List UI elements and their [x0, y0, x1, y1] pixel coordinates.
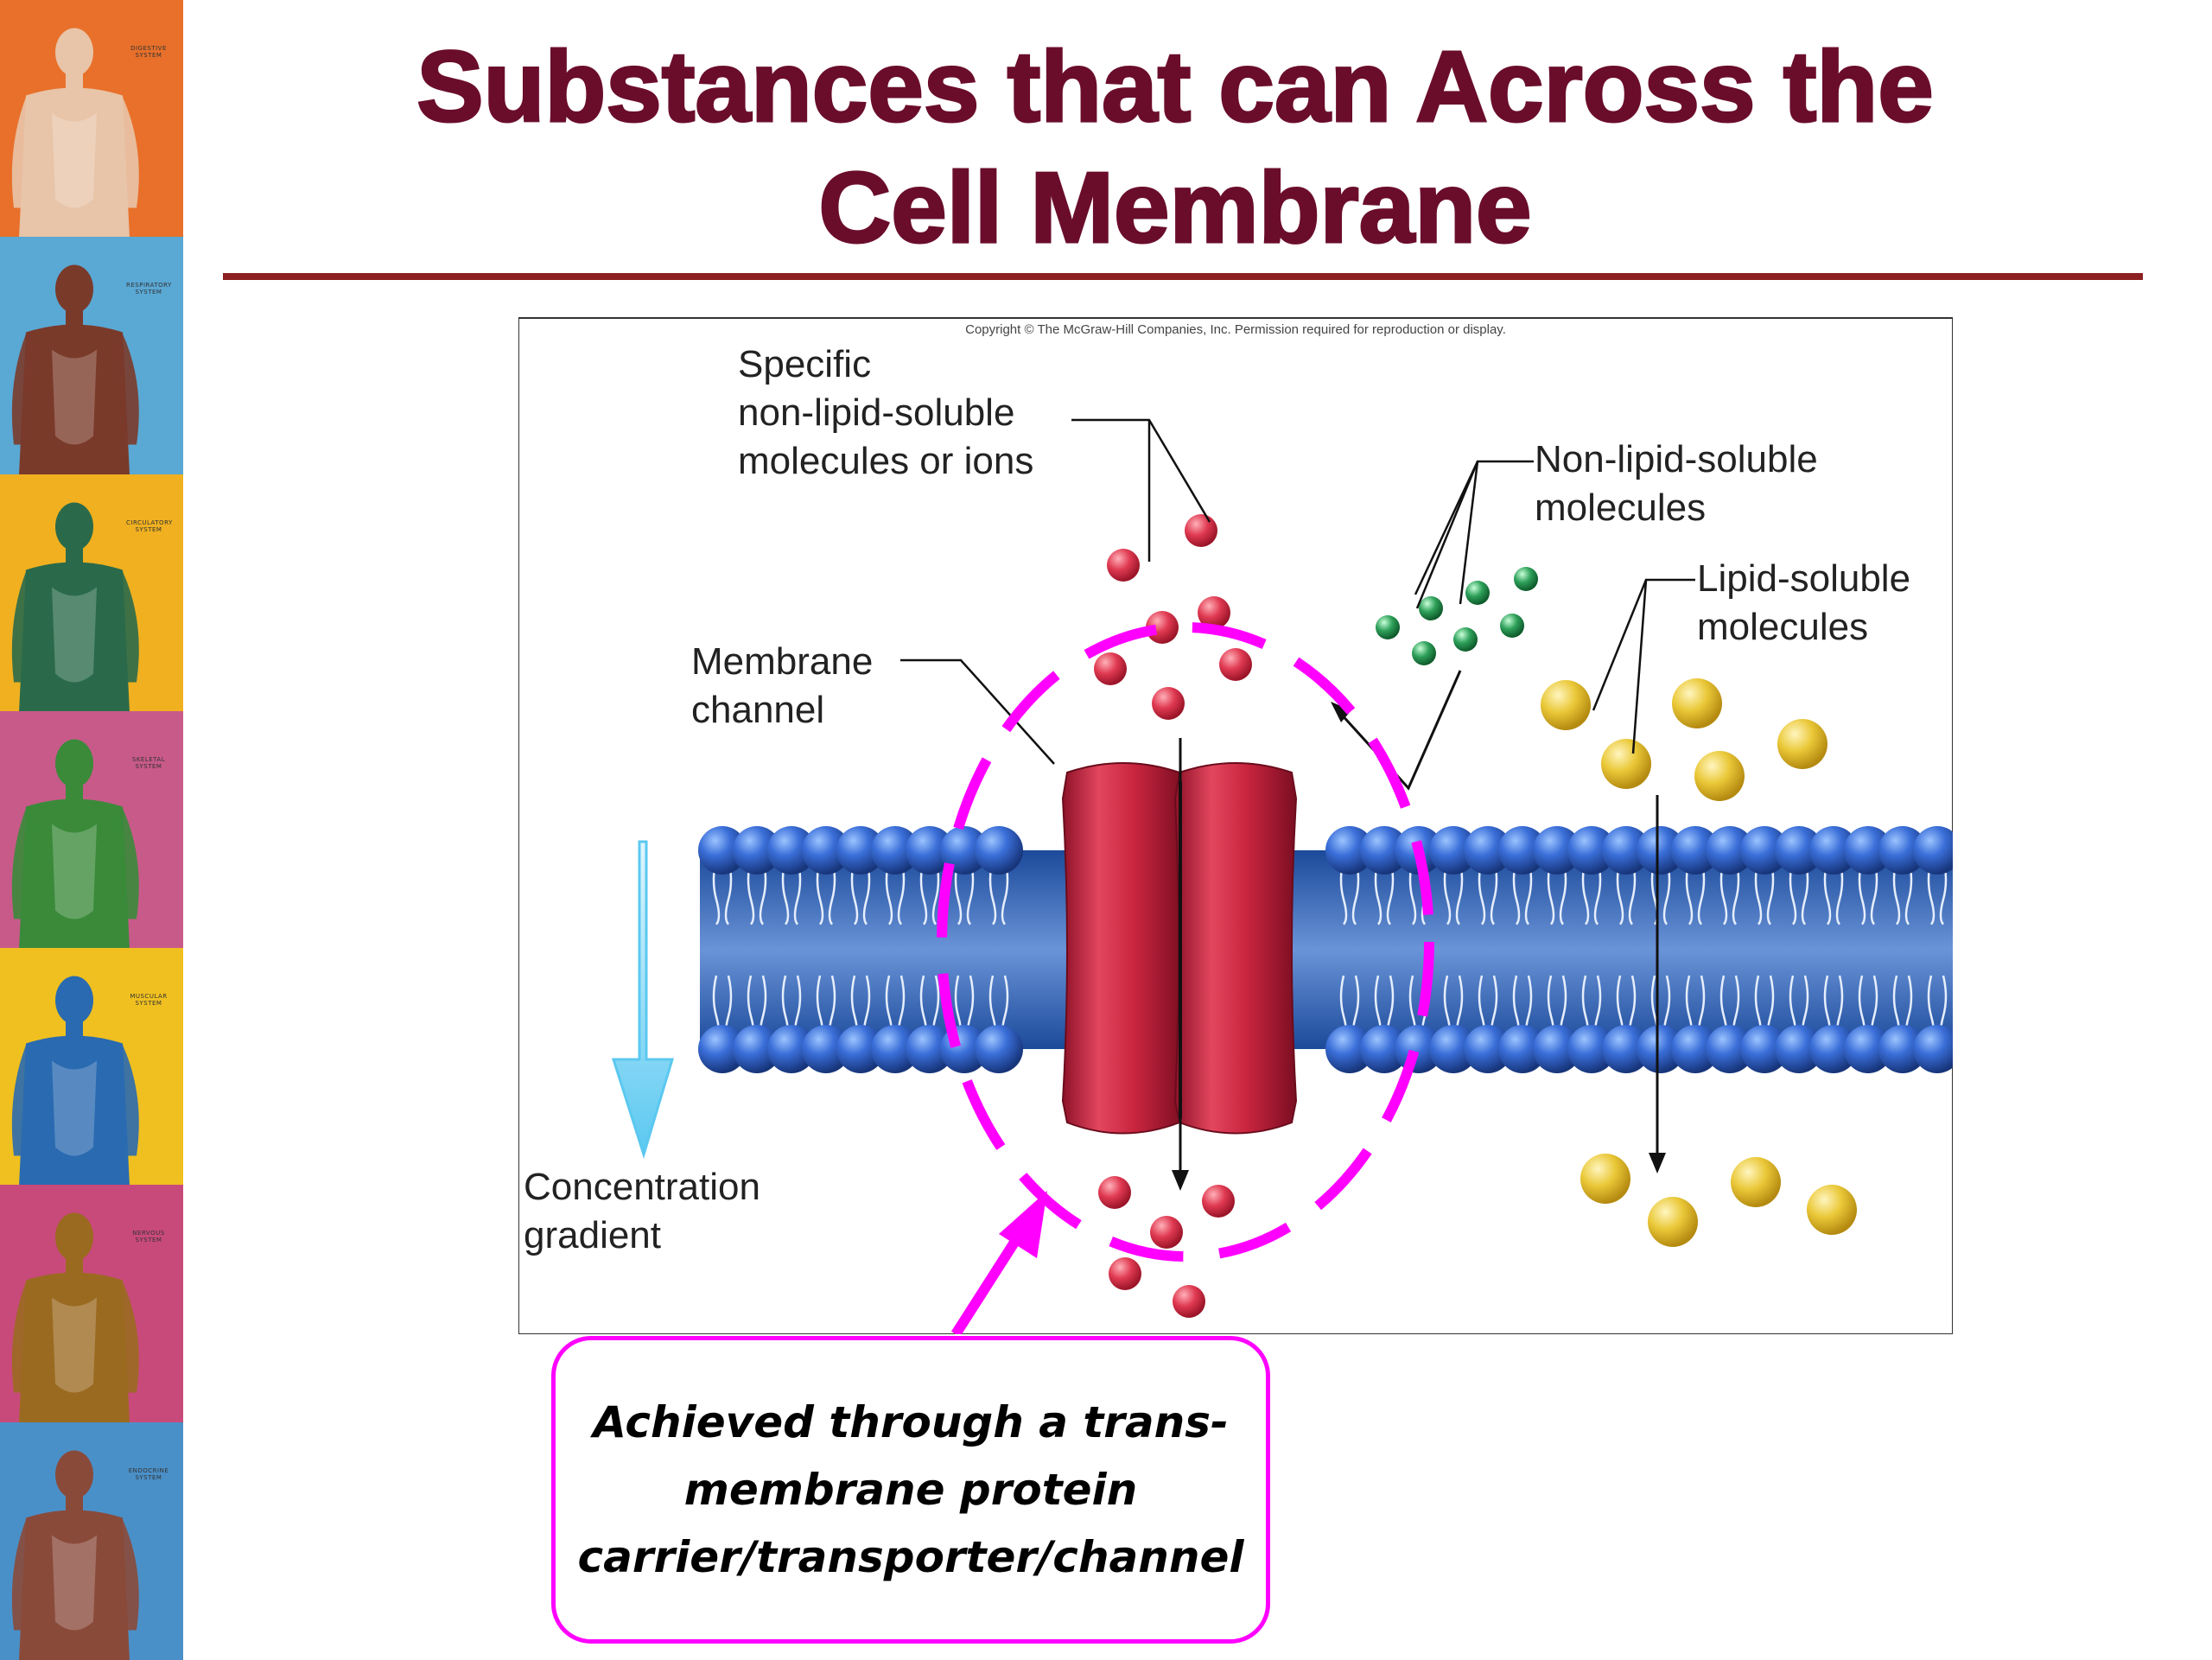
ion-molecule: [1202, 1185, 1235, 1218]
label-channel-line-1: Membrane: [691, 640, 873, 683]
body-panel-digestive: DIGESTIVE SYSTEM: [0, 0, 183, 239]
callout-box: Achieved through a trans-membrane protei…: [551, 1336, 1270, 1644]
ion-molecule: [1173, 1285, 1205, 1318]
label-channel-line-2: channel: [691, 689, 824, 731]
ion-molecule: [1109, 1257, 1141, 1290]
non-lipid-soluble-molecule: [1514, 567, 1538, 591]
slide-title: Substances that can Across the Cell Memb…: [225, 26, 2126, 268]
label-gradient-line-2: gradient: [524, 1214, 661, 1256]
ion-molecule: [1150, 1216, 1183, 1249]
body-panel-skeletal: SKELETAL SYSTEM: [0, 710, 183, 950]
muscular-figure-illustration: [11, 976, 139, 1186]
circulatory-figure-illustration: [11, 502, 139, 712]
panel-label: ENDOCRINE SYSTEM: [128, 1466, 169, 1481]
non-lipid-soluble-molecule: [1376, 615, 1400, 639]
non-lipid-soluble-molecule: [1500, 614, 1524, 638]
panel-label: MUSCULAR SYSTEM: [130, 993, 168, 1008]
ion-molecule: [1185, 514, 1217, 547]
panel-label: DIGESTIVE SYSTEM: [130, 45, 167, 59]
molecules: [1094, 514, 1857, 1318]
blocked-molecules-arrow: [1331, 670, 1462, 791]
lipid-diffusion-arrow: [1649, 795, 1666, 1173]
panel-label: CIRCULATORY SYSTEM: [126, 518, 173, 533]
label-specific-line-1: Specific: [738, 343, 871, 385]
label-specific-line-2: non-lipid-soluble: [738, 391, 1014, 434]
ion-molecule: [1107, 549, 1140, 582]
body-systems-strip: DIGESTIVE SYSTEM RESPIRATORY SYSTEM CIRCUL…: [0, 0, 183, 1660]
non-lipid-soluble-molecule: [1465, 581, 1490, 605]
ion-molecule: [1219, 648, 1252, 681]
lipid-soluble-molecule: [1580, 1154, 1630, 1204]
nervous-figure-illustration: [11, 1212, 139, 1423]
body-panel-muscular: MUSCULAR SYSTEM: [0, 948, 183, 1186]
non-lipid-soluble-molecule: [1453, 627, 1478, 652]
lipid-soluble-molecule: [1807, 1185, 1857, 1235]
bilayer-core: [700, 850, 1953, 1049]
lipid-soluble-molecule: [1648, 1197, 1698, 1247]
channel-transport-arrow: [1172, 738, 1189, 1191]
lipid-soluble-molecule: [1731, 1157, 1781, 1207]
ion-molecule: [1098, 1176, 1131, 1209]
membrane-transport-figure: Copyright © The McGraw-Hill Companies, I…: [518, 315, 1961, 1338]
panel-label: SKELETAL SYSTEM: [131, 755, 166, 770]
title-line-1: Substances that can Across the: [416, 29, 1936, 144]
callout-text: Achieved through a trans-membrane protei…: [577, 1397, 1244, 1582]
label-gradient-line-1: Concentration: [524, 1166, 760, 1208]
lipid-soluble-molecule: [1777, 719, 1827, 769]
copyright-notice: Copyright © The McGraw-Hill Companies, I…: [965, 322, 1506, 337]
panel-label: NERVOUS SYSTEM: [132, 1230, 165, 1244]
skeletal-figure-illustration: [11, 739, 139, 950]
label-lipid-line-1: Lipid-soluble: [1697, 557, 1910, 600]
panel-label: RESPIRATORY SYSTEM: [126, 282, 172, 296]
lipid-soluble-molecule: [1694, 751, 1745, 801]
channel-highlight-ellipse: [937, 622, 1434, 1262]
concentration-gradient-arrow: [611, 840, 675, 1160]
title-divider: [223, 273, 2143, 280]
digestive-figure-illustration: [11, 28, 139, 239]
non-lipid-soluble-molecule: [1419, 596, 1443, 620]
leader-lines: [900, 418, 1695, 765]
body-panel-nervous: NERVOUS SYSTEM: [0, 1185, 183, 1423]
non-lipid-soluble-molecule: [1412, 641, 1436, 665]
phospholipid-heads: [698, 826, 1961, 1073]
respiratory-figure-illustration: [11, 264, 139, 475]
ion-molecule: [1146, 611, 1179, 644]
lipid-soluble-molecule: [1541, 680, 1591, 730]
lipid-soluble-molecule: [1672, 678, 1722, 728]
membrane-channel-protein: [1061, 762, 1298, 1135]
body-panel-endocrine: ENDOCRINE SYSTEM: [0, 1421, 183, 1660]
label-nonlipid-line-2: molecules: [1535, 487, 1706, 529]
callout-pointer-arrow: [950, 1191, 1047, 1338]
label-lipid-line-2: molecules: [1697, 606, 1868, 648]
ion-molecule: [1152, 687, 1185, 720]
endocrine-figure-illustration: [11, 1450, 139, 1660]
label-nonlipid-line-1: Non-lipid-soluble: [1535, 438, 1818, 480]
label-specific-line-3: molecules or ions: [738, 440, 1033, 482]
ion-molecule: [1094, 652, 1127, 685]
body-panel-respiratory: RESPIRATORY SYSTEM: [0, 237, 183, 475]
lipid-soluble-molecule: [1601, 739, 1651, 789]
title-line-2: Cell Membrane: [817, 150, 1533, 265]
ion-molecule: [1198, 596, 1230, 629]
body-panel-circulatory: CIRCULATORY SYSTEM: [0, 474, 183, 712]
